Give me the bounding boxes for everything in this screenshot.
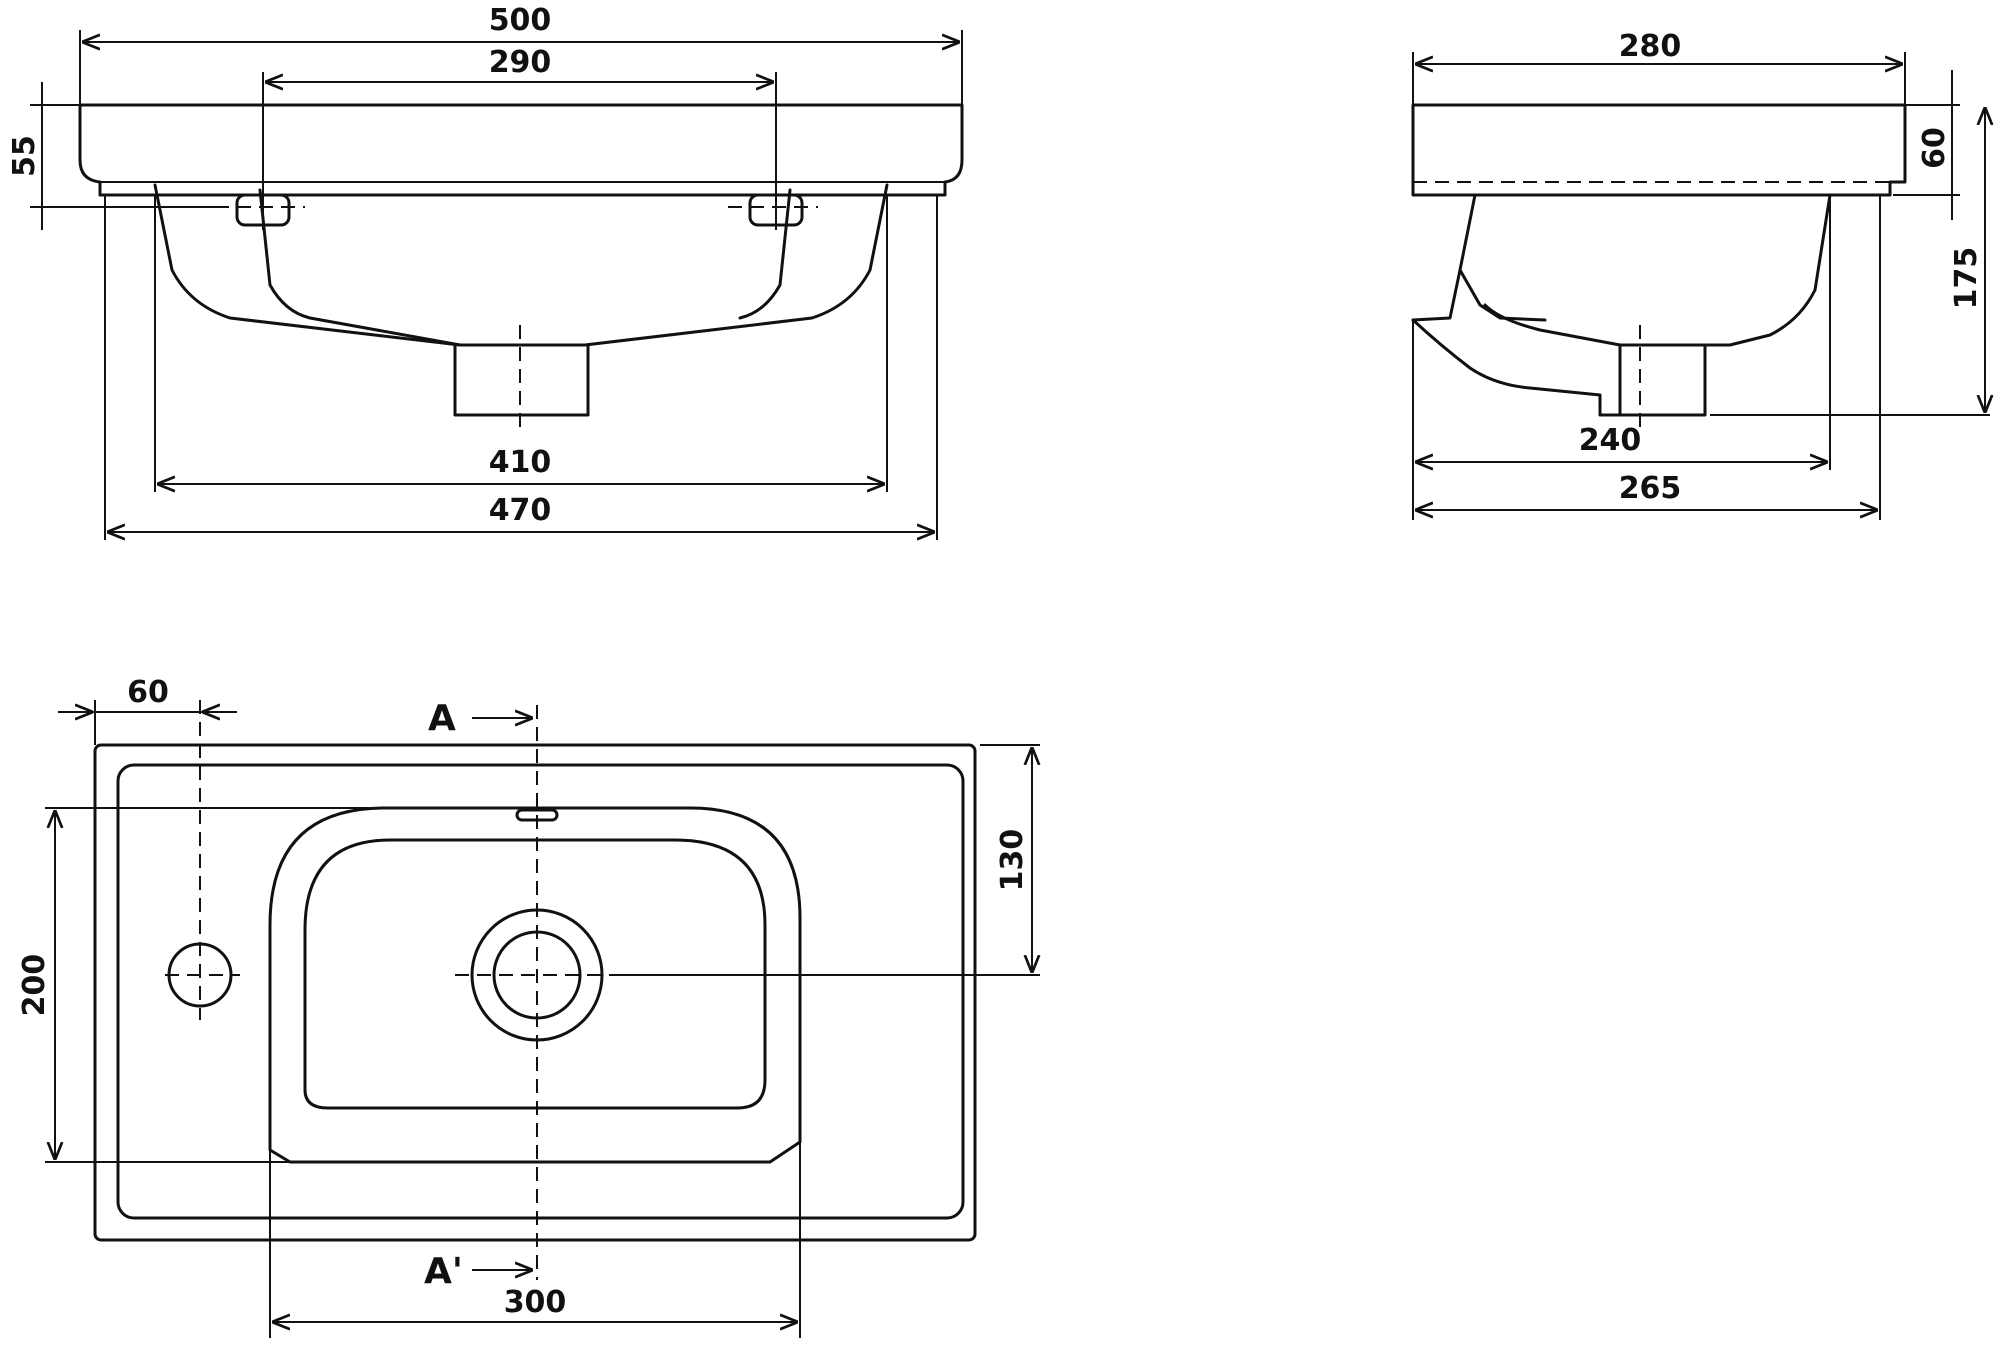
dim-side-total-height: 175: [1949, 247, 1984, 310]
plan-outer-rim: [93, 743, 977, 1242]
side-bowl-outline: [1411, 193, 1832, 417]
section-mark-top: A: [428, 698, 456, 739]
dim-side-inner-depth: 240: [1579, 423, 1642, 458]
dim-front-tap-spacing: 290: [489, 45, 552, 80]
dim-plan-drain-offset: 130: [995, 829, 1030, 892]
dim-side-base-depth: 265: [1619, 471, 1682, 506]
dim-front-rim-height: 55: [7, 135, 42, 177]
plan-bowl-inner: [303, 838, 767, 1110]
front-view: 500 290 410 470 55: [7, 3, 964, 540]
side-view: 280 240 265 60 175: [1411, 29, 1990, 520]
plan-inner-rim: [116, 763, 965, 1220]
dim-front-base-width: 470: [489, 493, 552, 528]
plan-view: A A' 60 300 200 130: [17, 675, 1040, 1338]
side-waste-outlet: [1618, 343, 1707, 417]
front-waste-outlet: [453, 343, 590, 417]
dim-side-overall-depth: 280: [1619, 29, 1682, 64]
section-mark-bottom: A': [424, 1251, 463, 1292]
dim-plan-bowl-width: 300: [504, 1285, 567, 1320]
dim-plan-bowl-depth: 200: [17, 954, 52, 1017]
plan-bowl-outer: [268, 806, 802, 1164]
front-rim-outline: [78, 103, 964, 197]
dim-side-rim-height: 60: [1917, 127, 1952, 169]
dim-plan-tap-offset: 60: [127, 675, 169, 710]
dim-front-overall-width: 500: [489, 3, 552, 38]
dim-front-inner-width: 410: [489, 445, 552, 480]
front-bowl-outline: [153, 183, 889, 347]
